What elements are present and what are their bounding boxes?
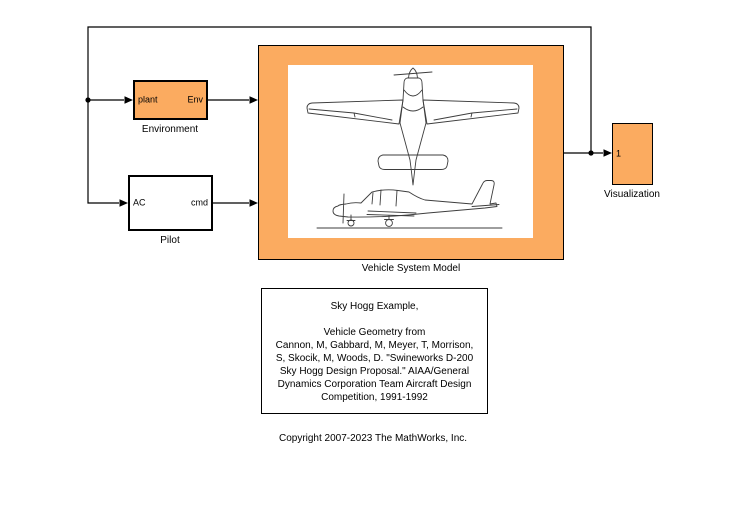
arrowhead-environment-input <box>124 96 133 104</box>
topview-fuselage <box>399 77 427 186</box>
vehicle-system-model-block-label: Vehicle System Model <box>361 263 461 274</box>
topview-right-aileron <box>433 108 518 121</box>
environment-inport-label: plant <box>138 94 158 105</box>
topview-rear-window <box>402 106 424 112</box>
pilot-inport-label: AC <box>133 197 146 208</box>
sideview-windshield-frame <box>371 189 398 207</box>
visualization-inport-label: 1 <box>616 148 622 159</box>
wire-junction-left <box>85 97 91 103</box>
topview-propeller <box>393 71 433 76</box>
annotation-box[interactable]: Sky Hogg Example, Vehicle Geometry from … <box>261 288 488 414</box>
visualization-block-label: Visualization <box>604 189 660 200</box>
sideview-main-wheel <box>385 219 393 227</box>
environment-outport-label: Env <box>187 94 203 105</box>
sideview-stabilizer <box>471 204 500 207</box>
sideview-fuselage <box>332 180 498 218</box>
wire-feedback-loop[interactable] <box>87 26 592 204</box>
arrowhead-vsm-input-upper <box>249 96 258 104</box>
copyright-annotation[interactable]: Copyright 2007-2023 The MathWorks, Inc. <box>278 433 468 444</box>
vehicle-system-model-block[interactable] <box>258 45 564 260</box>
topview-spinner <box>408 67 418 79</box>
arrowhead-visualization-input <box>603 149 612 157</box>
pilot-outport-label: cmd <box>190 197 208 208</box>
visualization-block[interactable]: 1 <box>612 123 653 185</box>
topview-left-aileron <box>308 108 393 121</box>
topview-left-wing <box>306 99 404 125</box>
sideview-nose-gear <box>346 214 356 221</box>
environment-block[interactable]: plant Env <box>133 80 208 120</box>
sideview-nose-wheel <box>347 219 355 227</box>
pilot-block[interactable]: AC cmd <box>128 175 213 231</box>
topview-stabilizer <box>377 154 449 170</box>
topview-right-wing <box>422 99 520 125</box>
topview-canopy <box>403 89 423 97</box>
wire-junction-right <box>588 150 594 156</box>
aircraft-sketch <box>306 67 520 229</box>
sideview-wing-fairing <box>366 210 417 217</box>
pilot-block-label: Pilot <box>160 235 180 246</box>
arrowhead-vsm-input-lower <box>249 199 258 207</box>
environment-block-label: Environment <box>141 124 199 135</box>
sideview-propeller <box>342 193 345 224</box>
vsm-image-panel <box>288 65 533 238</box>
arrowhead-pilot-input <box>119 199 128 207</box>
